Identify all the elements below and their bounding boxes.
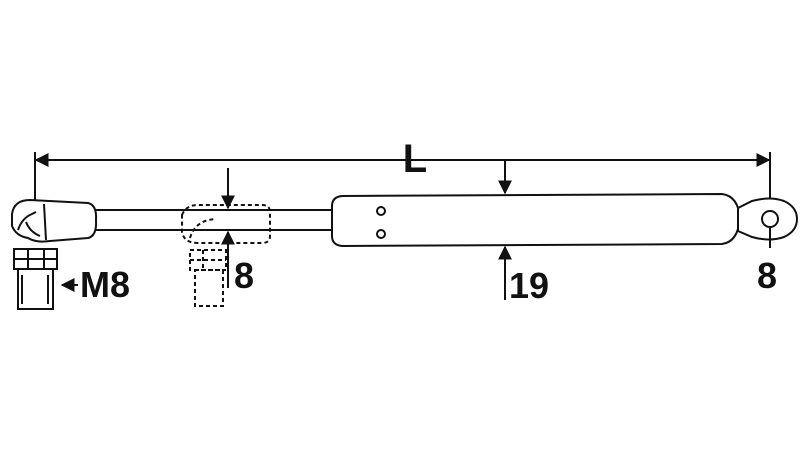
crimp-hole-upper — [376, 206, 386, 216]
piston-rod — [95, 209, 332, 231]
rod-diameter-label: 8 — [234, 255, 254, 296]
alternate-fitting-phantom — [181, 204, 271, 307]
thread-stud — [17, 268, 54, 310]
length-dimension — [34, 152, 771, 200]
body-diameter-label: 19 — [509, 265, 549, 306]
cylinder-body — [331, 192, 742, 248]
eye-diameter-label: 8 — [757, 255, 777, 296]
length-label: L — [403, 137, 427, 181]
thread-label: M8 — [80, 264, 130, 305]
ball-socket-fitting — [11, 198, 98, 243]
eyelet-end — [737, 197, 799, 241]
crimp-hole-lower — [376, 229, 386, 239]
eyelet-hole — [761, 210, 779, 228]
hex-nut — [13, 248, 58, 270]
